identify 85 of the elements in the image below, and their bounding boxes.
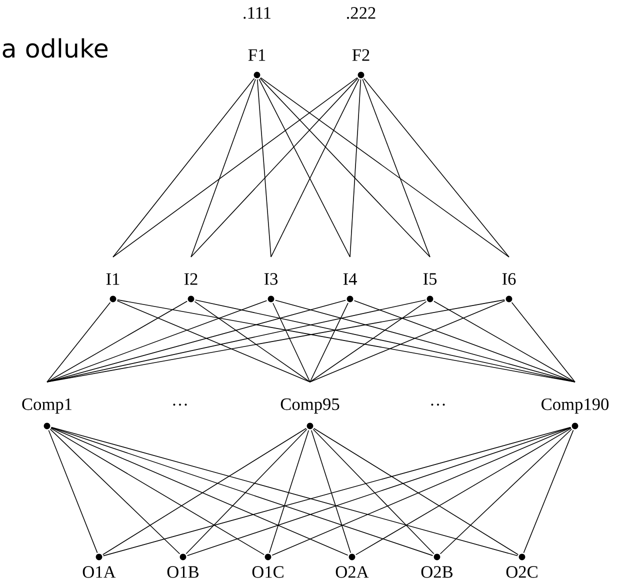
connector-line: [112, 77, 358, 258]
connector-line: [46, 300, 268, 382]
connector-line: [310, 302, 348, 382]
node-label: I1: [106, 273, 120, 285]
node-label: O1C: [252, 566, 284, 578]
node-annotation: .222: [346, 7, 376, 19]
connector-line: [46, 299, 505, 382]
connector-line: [260, 77, 510, 258]
connector-line: [268, 430, 310, 554]
connector-line: [363, 78, 510, 258]
node-label: I6: [502, 273, 516, 285]
connector-line: [46, 300, 346, 382]
node-label: I4: [343, 273, 357, 285]
network-node: O2C: [506, 554, 538, 578]
ellipsis: ···: [431, 404, 445, 406]
connector-line: [274, 300, 576, 382]
connector-line: [310, 300, 506, 382]
connector-line: [48, 430, 98, 554]
network-node: I1: [106, 273, 120, 302]
connector-line: [260, 78, 430, 258]
connector-line: [46, 300, 426, 382]
network-node: O1B: [167, 554, 199, 578]
network-node: F2: [352, 49, 370, 78]
ellipsis: ···: [173, 404, 187, 406]
connector-line: [350, 79, 362, 258]
connector-line: [434, 300, 576, 382]
node-label: I3: [264, 273, 278, 285]
node-label: O1A: [82, 566, 116, 578]
connector-line: [195, 300, 576, 382]
network-node: O1C: [252, 554, 284, 578]
node-label: Comp95: [280, 398, 340, 414]
connector-line: [310, 430, 352, 554]
node-label: I2: [184, 273, 198, 285]
network-node: Comp95: [280, 398, 340, 430]
connector-line: [116, 300, 310, 382]
connector-line: [312, 428, 434, 554]
connector-line: [272, 302, 310, 382]
connector-line: [117, 299, 576, 382]
connector-line: [313, 428, 519, 556]
connector-line: [50, 427, 434, 556]
network-node: O2A: [336, 554, 369, 578]
network-node: I5: [423, 273, 437, 302]
connector-line: [46, 302, 111, 382]
title: a odluke: [2, 38, 108, 58]
connector-line: [190, 78, 256, 258]
connector-line: [354, 300, 576, 382]
connector-line: [112, 78, 255, 258]
network-node: I6: [502, 273, 516, 302]
node-label: O2B: [421, 566, 453, 578]
connector-line: [270, 78, 360, 258]
connector-line: [186, 427, 572, 556]
connector-line: [258, 78, 350, 258]
node-label: O1B: [167, 566, 199, 578]
connector-line: [102, 426, 572, 556]
connector-line: [102, 428, 307, 556]
node-label: Comp1: [22, 398, 72, 414]
connector-line: [50, 427, 348, 556]
connector-line: [272, 427, 572, 556]
connector-line: [356, 428, 572, 556]
connector-line: [362, 78, 430, 258]
connector-line: [46, 300, 188, 382]
node-label: Comp190: [542, 398, 609, 414]
connector-line: [310, 301, 427, 382]
connector-line: [194, 301, 310, 382]
node-label: O2A: [336, 566, 369, 578]
network-node: O1A: [82, 554, 116, 578]
node-label: O2C: [506, 566, 538, 578]
network-node: I3: [264, 273, 278, 302]
connector-line: [190, 78, 358, 258]
network-node: Comp190: [542, 398, 609, 430]
node-annotation: .111: [244, 7, 270, 19]
network-node: I4: [343, 273, 357, 302]
node-label: I5: [423, 273, 437, 285]
network-node: Comp1: [22, 398, 72, 430]
connector-line: [50, 428, 180, 554]
network-node: I2: [184, 273, 198, 302]
network-node: O2B: [421, 554, 453, 578]
network-node: F1: [248, 49, 266, 78]
connector-line: [50, 428, 264, 556]
connector-line: [50, 426, 518, 556]
connector-line: [186, 428, 308, 554]
connector-line: [440, 428, 572, 554]
connector-line: [256, 79, 272, 258]
connector-line: [523, 430, 574, 554]
connector-line: [511, 302, 576, 382]
